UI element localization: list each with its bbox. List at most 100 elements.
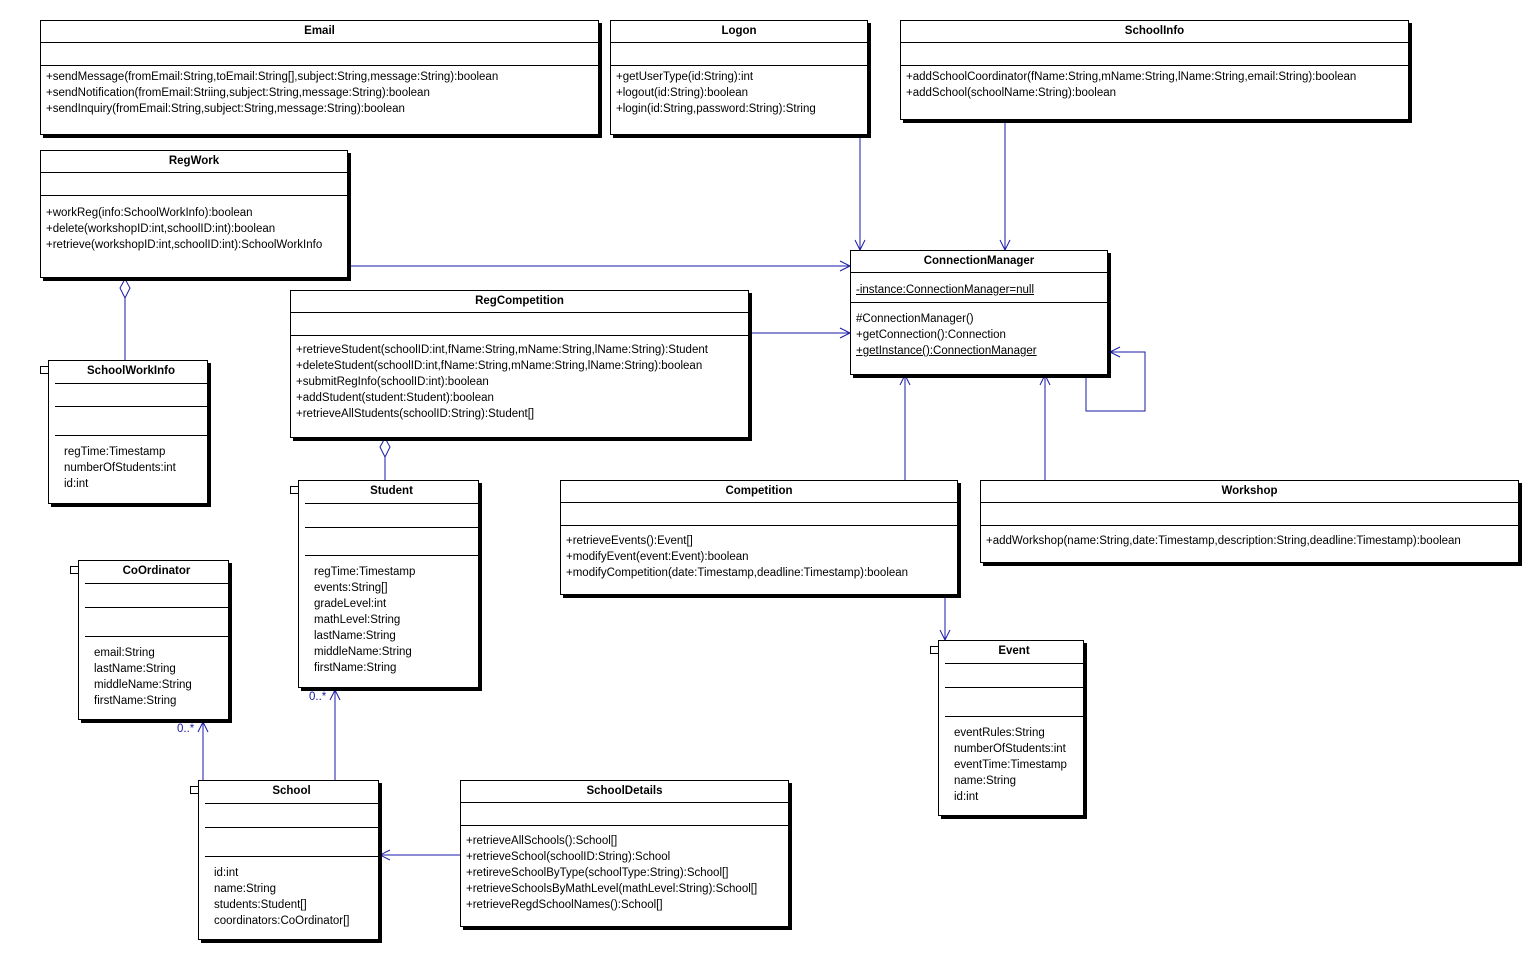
attributes-section	[611, 43, 867, 66]
operation: +retrieveSchool(schoolID:String):School	[466, 851, 671, 863]
datatype-school[interactable]: School id:int name:String students:Stude…	[190, 780, 379, 940]
class-name: Email	[41, 21, 598, 43]
datatype-tab-icon	[290, 486, 299, 494]
attribute: regTime:Timestamp	[314, 566, 416, 578]
arrowhead-workshop	[1039, 373, 1051, 386]
blank-section	[939, 664, 1083, 687]
divider	[85, 583, 228, 584]
operation: +sendInquiry(fromEmail:String,subject:St…	[46, 103, 405, 115]
operation: +submitRegInfo(schoolID:int):boolean	[296, 376, 489, 388]
aggregation-diamond-regcompetition	[379, 436, 391, 459]
attributes-section	[291, 313, 748, 336]
attribute: students:Student[]	[214, 899, 307, 911]
operation: +retrieveEvents():Event[]	[566, 535, 693, 547]
divider	[85, 607, 228, 608]
divider	[945, 663, 1083, 664]
divider	[205, 827, 378, 828]
operation: +retrieveStudent(schoolID:int,fName:Stri…	[296, 344, 708, 356]
operation: +sendNotification(fromEmail:Striing,subj…	[46, 87, 430, 99]
operations-section: +workReg(info:SchoolWorkInfo):boolean +d…	[41, 196, 347, 256]
divider	[85, 636, 228, 637]
attributes-section	[41, 173, 347, 196]
operation: +retrieveSchoolsByMathLevel(mathLevel:St…	[466, 883, 758, 895]
operation: +getUserType(id:String):int	[616, 71, 754, 83]
datatype-name: SchoolWorkInfo	[87, 365, 175, 377]
datatype-event[interactable]: Event eventRules:String numberOfStudents…	[930, 640, 1084, 816]
attribute: regTime:Timestamp	[64, 446, 166, 458]
operation: +addSchool(schoolName:String):boolean	[906, 87, 1117, 99]
class-email[interactable]: Email +sendMessage(fromEmail:String,toEm…	[40, 20, 599, 135]
class-name: ConnectionManager	[851, 251, 1107, 273]
class-connectionmanager[interactable]: ConnectionManager -instance:ConnectionMa…	[850, 250, 1108, 375]
operations-section: +retrieveEvents():Event[] +modifyEvent(e…	[561, 526, 957, 584]
datatype-name: Student	[370, 485, 413, 497]
operation: +workReg(info:SchoolWorkInfo):boolean	[46, 207, 253, 219]
blank-section	[49, 407, 207, 435]
attributes-section: regTime:Timestamp events:String[] gradeL…	[299, 556, 478, 679]
class-logon[interactable]: Logon +getUserType(id:String):int +logou…	[610, 20, 868, 135]
attribute: name:String	[214, 883, 277, 895]
operations-section: +addSchoolCoordinator(fName:String,mName…	[901, 66, 1408, 104]
class-schooldetails[interactable]: SchoolDetails +retrieveAllSchools():Scho…	[460, 780, 789, 927]
operations-section: +retrieveAllSchools():School[] +retrieve…	[461, 826, 788, 916]
class-regwork[interactable]: RegWork +workReg(info:SchoolWorkInfo):bo…	[40, 150, 348, 278]
attribute: id:int	[214, 867, 239, 879]
datatype-tab-icon	[930, 646, 939, 654]
attributes-section: -instance:ConnectionManager=null	[851, 273, 1107, 303]
arrowhead-student	[329, 688, 341, 701]
arrowhead-self	[1108, 346, 1121, 358]
attributes-section: regTime:Timestamp numberOfStudents:int i…	[49, 436, 207, 495]
datatype-student[interactable]: Student regTime:Timestamp events:String[…	[290, 480, 479, 688]
class-name: SchoolDetails	[461, 781, 788, 803]
class-schoolinfo[interactable]: SchoolInfo +addSchoolCoordinator(fName:S…	[900, 20, 1409, 120]
arrowhead-coordinator	[197, 720, 209, 733]
operations-section: +sendMessage(fromEmail:String,toEmail:St…	[41, 66, 598, 120]
operation: +retireveSchoolByType(schoolType:String)…	[466, 867, 729, 879]
operation: +deleteStudent(schoolID:int,fName:String…	[296, 360, 703, 372]
operation: +getInstance():ConnectionManager	[856, 345, 1037, 357]
class-competition[interactable]: Competition +retrieveEvents():Event[] +m…	[560, 480, 958, 595]
attributes-section	[901, 43, 1408, 66]
blank-section	[939, 688, 1083, 716]
class-name: RegWork	[41, 151, 347, 173]
operation: +modifyEvent(event:Event):boolean	[566, 551, 749, 563]
datatype-tab-icon	[190, 786, 199, 794]
attribute: id:int	[64, 478, 89, 490]
datatype-name: Event	[998, 645, 1030, 657]
operation: +getConnection():Connection	[856, 329, 1006, 341]
blank-section	[299, 528, 478, 555]
operation: +delete(workshopID:int,schoolID:int):boo…	[46, 223, 276, 235]
class-workshop[interactable]: Workshop +addWorkshop(name:String,date:T…	[980, 480, 1519, 563]
attribute: numberOfStudents:int	[64, 462, 176, 474]
blank-section	[79, 584, 228, 607]
divider	[205, 856, 378, 857]
datatype-coordinator[interactable]: CoOrdinator email:String lastName:String…	[70, 560, 229, 720]
arrowhead-competition	[899, 373, 911, 386]
divider	[55, 406, 207, 407]
class-regcompetition[interactable]: RegCompetition +retrieveStudent(schoolID…	[290, 290, 749, 438]
datatype-name: CoOrdinator	[122, 565, 191, 577]
operation: #ConnectionManager()	[856, 313, 974, 325]
datatype-schoolworkinfo[interactable]: SchoolWorkInfo regTime:Timestamp numberO…	[40, 360, 208, 504]
datatype-name: School	[272, 785, 311, 797]
multiplicity-school-student: 0..*	[309, 691, 327, 703]
attribute: id:int	[954, 791, 979, 803]
attribute: lastName:String	[314, 630, 396, 642]
class-name: SchoolInfo	[901, 21, 1408, 43]
divider	[55, 435, 207, 436]
class-name: Competition	[561, 481, 957, 503]
attributes-section: email:String lastName:String middleName:…	[79, 637, 228, 712]
operations-section: +getUserType(id:String):int +logout(id:S…	[611, 66, 867, 120]
divider	[305, 555, 478, 556]
aggregation-diamond-regwork	[119, 277, 131, 300]
divider	[205, 803, 378, 804]
blank-section	[299, 504, 478, 527]
attribute: middleName:String	[314, 646, 412, 658]
multiplicity-school-coordinator: 0..*	[177, 723, 195, 735]
datatype-tab-icon	[40, 366, 49, 374]
operation: +sendMessage(fromEmail:String,toEmail:St…	[46, 71, 499, 83]
attribute: middleName:String	[94, 679, 192, 691]
operation: +modifyCompetition(date:Timestamp,deadli…	[566, 567, 909, 579]
